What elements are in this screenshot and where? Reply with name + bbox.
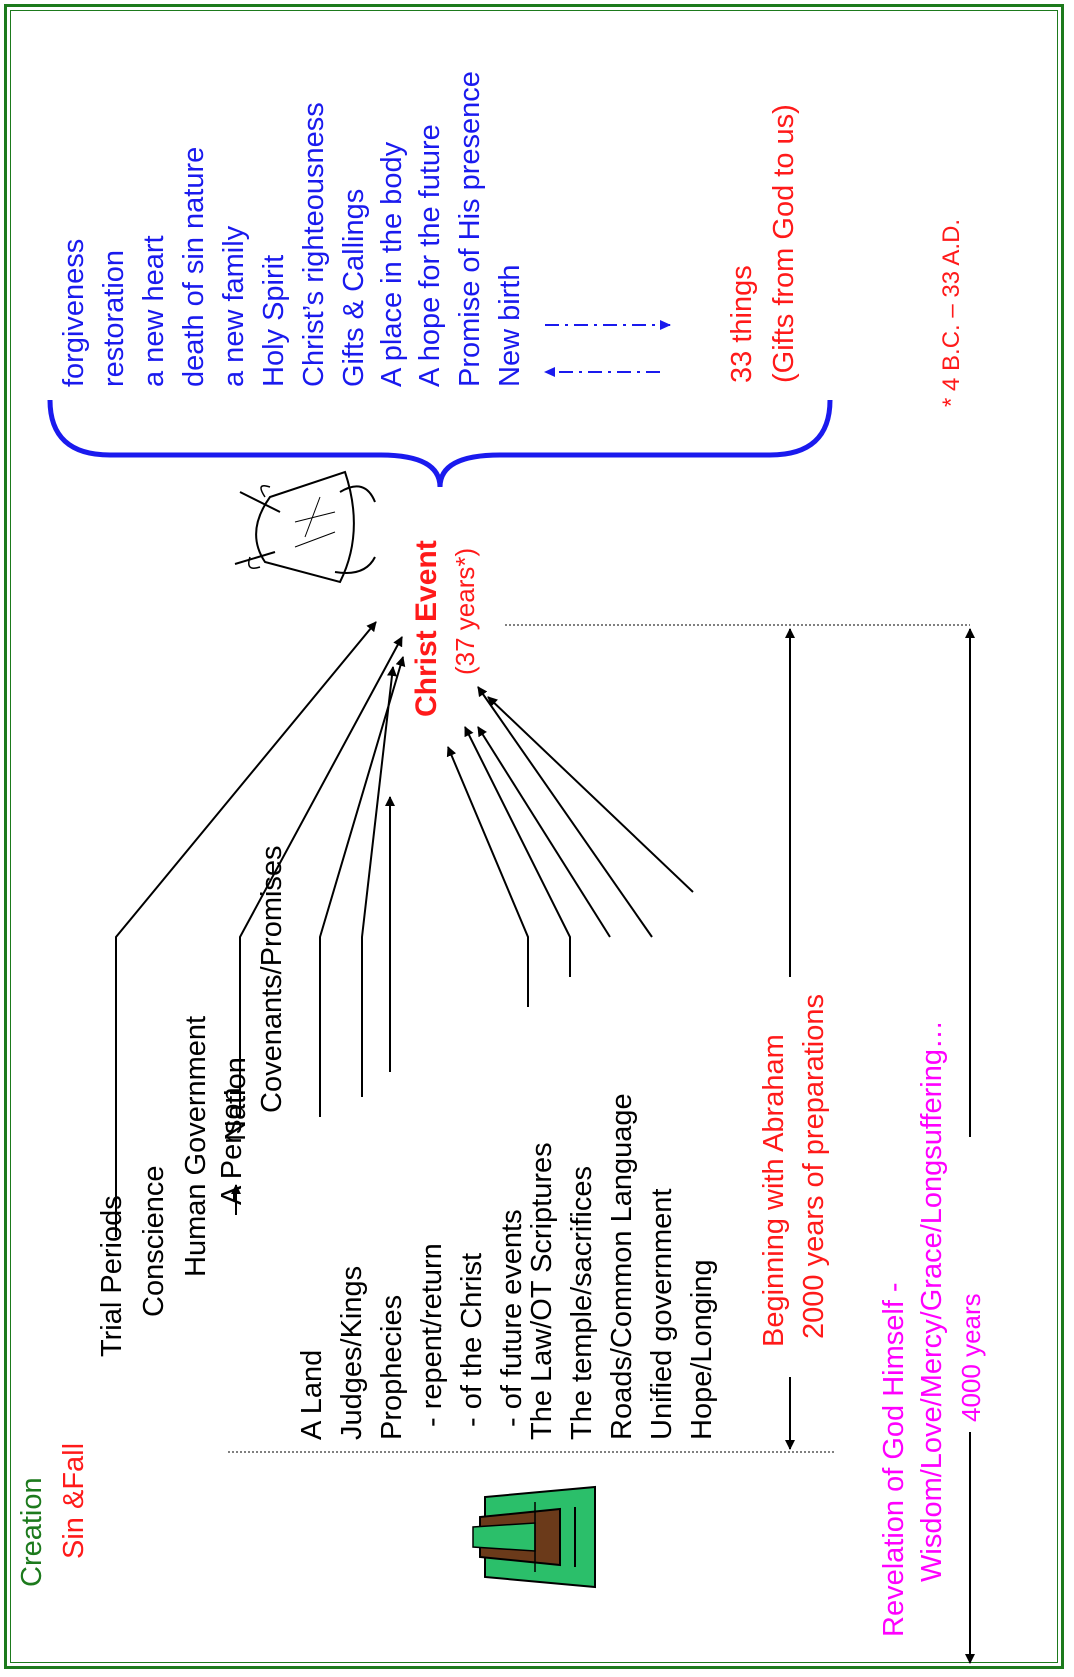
connector-hope [487, 696, 694, 893]
inner-border [10, 10, 1058, 1663]
christ-figure-icon [234, 470, 376, 584]
gifts-brace [47, 399, 833, 488]
connector-trial-periods [115, 621, 377, 1237]
abraham-figure-icon [472, 1485, 596, 1589]
connector-roads [477, 726, 611, 938]
connector-judges-kings [361, 666, 397, 1097]
connector-government [477, 686, 653, 938]
connector-temple [464, 726, 571, 977]
connector-a-land [319, 656, 406, 1117]
outer-border [4, 4, 1064, 1669]
connector-law-scriptures [446, 746, 529, 1007]
connector-person-nation [239, 636, 403, 1117]
